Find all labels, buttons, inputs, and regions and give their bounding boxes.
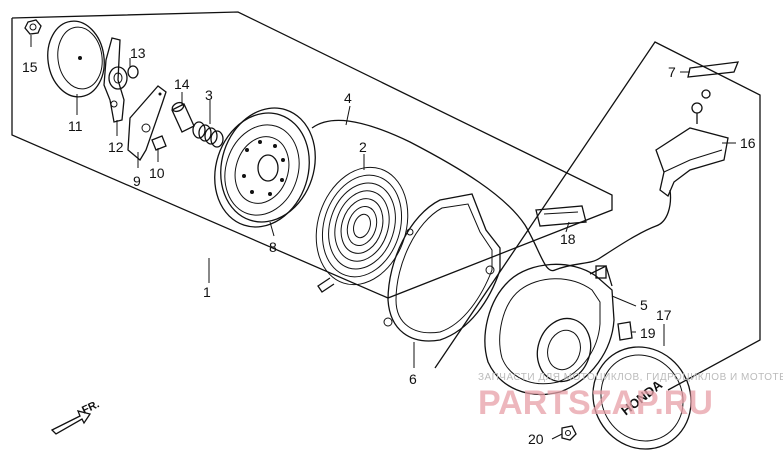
cover-plate-part [47, 20, 105, 98]
callout-16: 16 [740, 135, 756, 151]
watermark: ЗАПЧАСТИ ДЛЯ МОТОЦИКЛОВ, ГИДРОЦИКЛОВ И М… [478, 372, 783, 422]
small-spring-part [192, 121, 224, 148]
callout-13: 13 [130, 45, 146, 61]
front-direction-marker: FR. [50, 398, 101, 435]
bolt-part [561, 425, 577, 441]
grip-label-part [687, 61, 740, 78]
front-arrow-icon [50, 410, 92, 435]
starter-handle-part [655, 89, 729, 198]
callout-19: 19 [640, 325, 656, 341]
starter-rope-part [311, 119, 672, 272]
washer-part [108, 65, 139, 90]
callout-12: 12 [108, 139, 124, 155]
front-direction-text: FR. [80, 398, 101, 416]
ratchet-lever-part [103, 37, 125, 123]
recoil-spiral-spring-part [315, 166, 409, 293]
callout-1: 1 [203, 284, 211, 300]
watermark-tagline: ЗАПЧАСТИ ДЛЯ МОТОЦИКЛОВ, ГИДРОЦИКЛОВ И М… [478, 372, 783, 383]
callout-9: 9 [133, 173, 141, 189]
callout-17: 17 [656, 307, 672, 323]
pin-part [151, 135, 167, 151]
caution-label-part [535, 205, 587, 227]
callout-10: 10 [149, 165, 165, 181]
callout-labels: 1 2 3 4 5 6 7 8 9 10 11 12 13 14 15 16 1… [22, 45, 756, 447]
clip-part [617, 321, 633, 341]
callout-7: 7 [668, 64, 676, 80]
callout-8: 8 [269, 239, 277, 255]
starter-case-part [484, 263, 615, 396]
callout-11: 11 [68, 118, 83, 134]
assembly-outline [11, 11, 761, 391]
callout-4: 4 [344, 90, 352, 106]
callout-18: 18 [560, 231, 576, 247]
reel-pulley-part [214, 107, 316, 228]
callout-15: 15 [22, 59, 38, 75]
callout-5: 5 [640, 297, 648, 313]
callout-14: 14 [174, 76, 190, 92]
pulley-teeth [242, 140, 285, 196]
pawl-plate-part [127, 85, 167, 161]
nut-part [24, 19, 42, 35]
watermark-site: PARTSZAP.RU [478, 384, 713, 422]
callout-6: 6 [409, 371, 417, 387]
leader-lines [30, 35, 736, 440]
callout-3: 3 [205, 87, 213, 103]
callout-20: 20 [528, 431, 544, 447]
gasket-part [383, 193, 501, 342]
callout-2: 2 [359, 139, 367, 155]
